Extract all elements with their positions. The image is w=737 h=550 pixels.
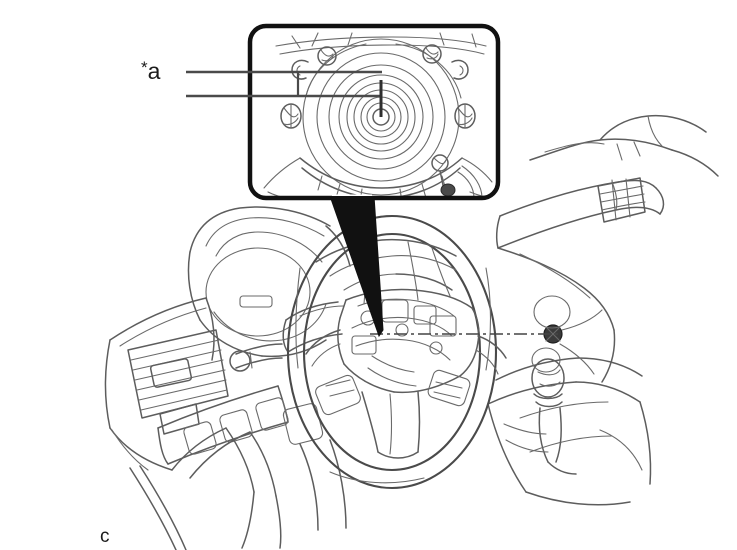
nut-lower-right [440, 165, 483, 198]
steering-wheel-rim [286, 214, 498, 490]
gear-shift-lever [503, 358, 577, 475]
clip-upper-right [451, 59, 469, 80]
callout-reference-letter: a [147, 58, 161, 84]
corner-reference-label: c [100, 526, 110, 547]
instrument-cluster-hood [187, 206, 351, 358]
bolt-hole-lower-left [280, 103, 302, 129]
windshield-pillar [529, 114, 719, 177]
retaining-bolt [531, 295, 603, 375]
clip-upper-left [291, 59, 309, 80]
detail-fasteners [280, 44, 476, 129]
steering-wheel-switch-right [427, 369, 471, 407]
switch-button-1 [183, 421, 217, 455]
leader-bracket [186, 70, 383, 117]
center-console [487, 357, 652, 506]
bolt-hole-upper-right [422, 44, 442, 64]
steering-wheel-switch-left [315, 374, 361, 416]
vehicle-interior-scene [104, 114, 719, 550]
bolt-hole-lower-right [454, 103, 476, 129]
turn-signal-stalk [229, 343, 283, 372]
dashboard-air-vent-right [597, 177, 646, 223]
callout-reference-label: *a [141, 58, 160, 85]
dashboard-right-lower [497, 247, 616, 383]
asterisk-glyph: * [141, 58, 148, 77]
floor-pedal-area [111, 403, 347, 550]
bolt-hole-upper-left [317, 46, 337, 66]
dashboard-air-vent-left [127, 329, 229, 435]
